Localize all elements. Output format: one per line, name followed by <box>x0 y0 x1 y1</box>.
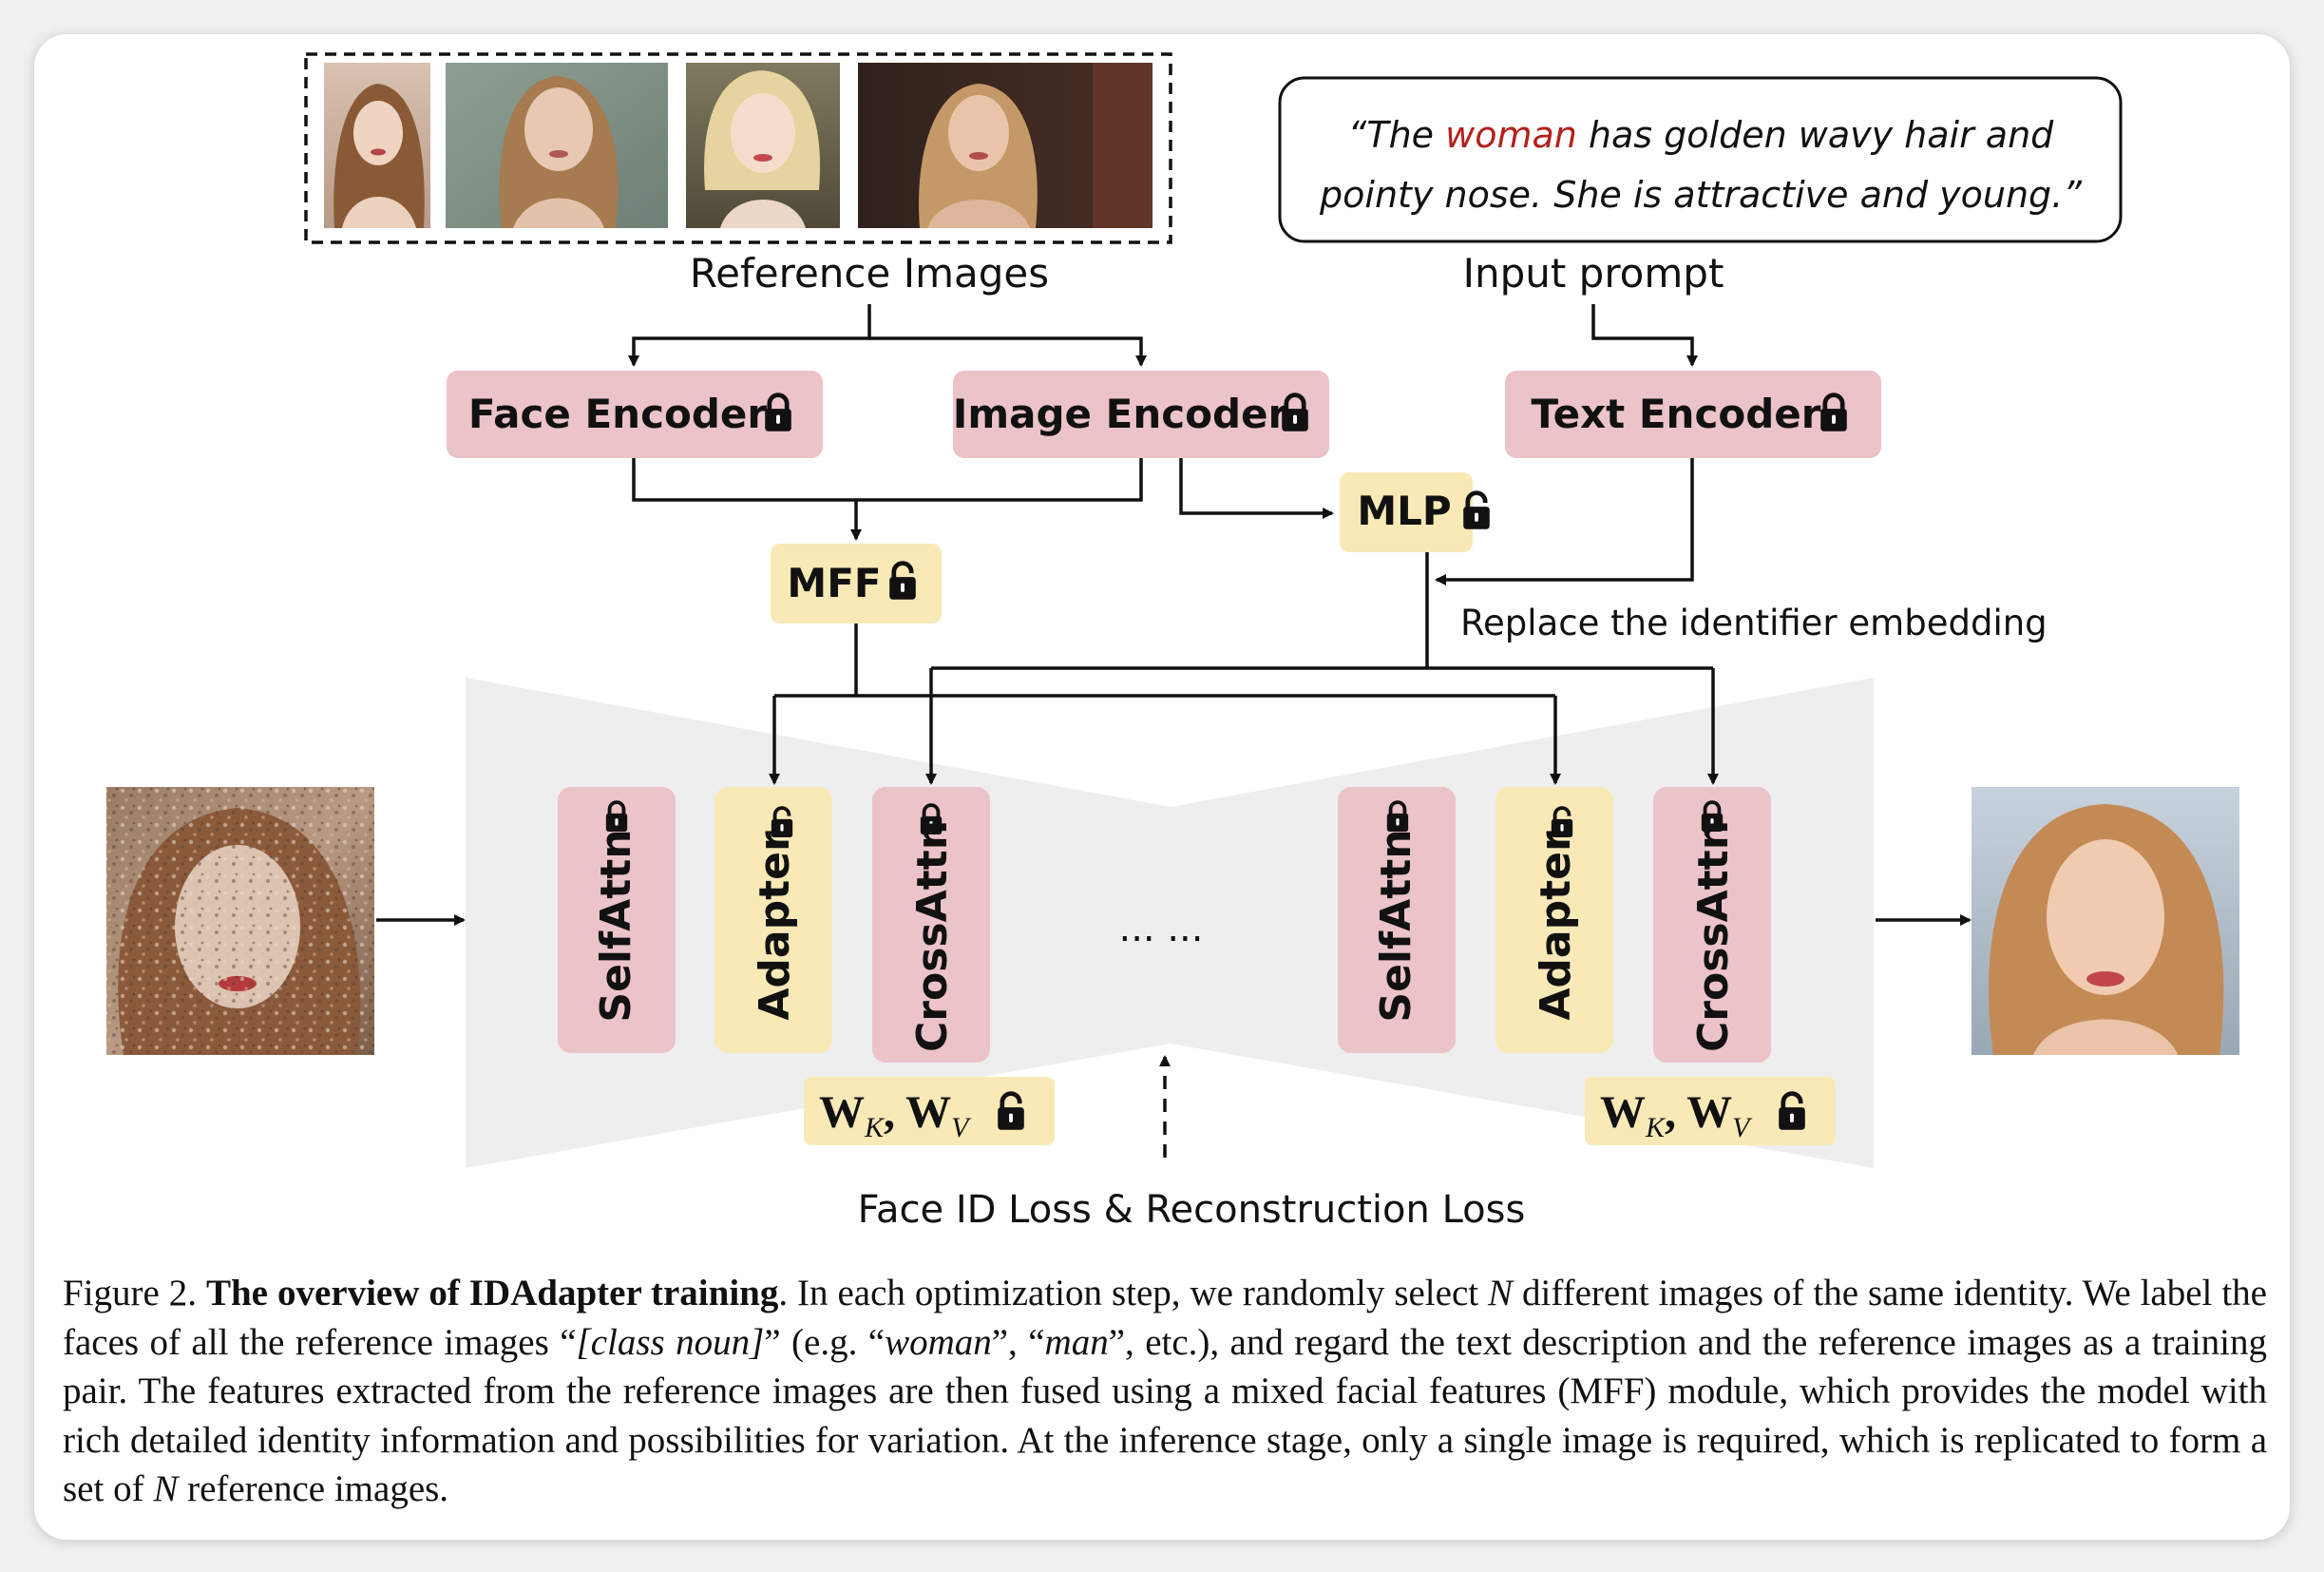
loss-label: Face ID Loss & Reconstruction Loss <box>858 1188 1526 1232</box>
svg-text:Adapter: Adapter <box>751 831 799 1021</box>
arrow-text-encoder-to-embedding <box>1435 458 1694 585</box>
svg-text:CrossAttn: CrossAttn <box>908 820 957 1052</box>
reference-images-label: Reference Images <box>690 250 1049 297</box>
ellipsis-label: ... ... <box>1118 907 1203 950</box>
face-encoder-block: Face Encoder <box>447 371 823 458</box>
reference-image-3 <box>686 63 840 228</box>
adapter-block-1: Adapter <box>714 787 832 1053</box>
wkwv-block-1: WK, WV <box>804 1077 1055 1145</box>
output-image <box>1972 787 2239 1055</box>
svg-text:SelfAttn: SelfAttn <box>1372 829 1420 1022</box>
svg-text:MLP: MLP <box>1357 488 1451 534</box>
svg-text:Text Encoder: Text Encoder <box>1532 391 1821 437</box>
reference-image-2 <box>446 63 668 228</box>
prompt-line-1: “The woman has golden wavy hair and <box>1348 114 2055 156</box>
svg-text:Face Encoder: Face Encoder <box>468 391 767 437</box>
svg-text:Image Encoder: Image Encoder <box>953 391 1288 437</box>
arrow-ref-to-face-encoder <box>628 304 871 367</box>
mff-block: MFF <box>771 544 942 623</box>
line-encoders-to-mff <box>632 458 1143 502</box>
figure-caption: Figure 2. The overview of IDAdapter trai… <box>63 1273 2268 1509</box>
arrow-ref-to-image-encoder <box>869 336 1147 367</box>
crossattn-block-1: CrossAttn <box>872 787 990 1063</box>
svg-text:CrossAttn: CrossAttn <box>1689 820 1738 1052</box>
prompt-box <box>1278 76 2123 243</box>
input-prompt-label: Input prompt <box>1463 250 1724 297</box>
image-encoder-block: Image Encoder <box>953 371 1329 458</box>
replace-embedding-label: Replace the identifier embedding <box>1460 603 2048 643</box>
arrow-image-encoder-to-mlp <box>1179 458 1334 519</box>
wkwv-block-2: WK, WV <box>1585 1077 1836 1145</box>
prompt-highlight-word: woman <box>1445 114 1577 156</box>
figure-card <box>34 34 2290 1540</box>
svg-text:WK, WV: WK, WV <box>819 1087 972 1143</box>
noisy-input-image <box>106 787 374 1055</box>
caption-title: The overview of IDAdapter training <box>205 1273 779 1313</box>
reference-images-frame <box>304 52 1172 244</box>
reference-image-1 <box>324 63 430 228</box>
selfattn-block-2: SelfAttn <box>1338 787 1456 1053</box>
svg-text:MFF: MFF <box>787 560 881 606</box>
mlp-block: MLP <box>1340 472 1490 552</box>
text-encoder-block: Text Encoder <box>1505 371 1881 458</box>
arrow-prompt-to-text-encoder <box>1591 304 1698 367</box>
lock-open-icon <box>1463 493 1490 529</box>
selfattn-block-1: SelfAttn <box>558 787 676 1053</box>
caption-prefix: Figure 2. <box>63 1273 206 1313</box>
svg-text:WK, WV: WK, WV <box>1600 1087 1753 1143</box>
prompt-line-2: pointy nose. She is attractive and young… <box>1319 174 2082 216</box>
adapter-block-2: Adapter <box>1495 787 1613 1053</box>
reference-image-4 <box>858 63 1152 228</box>
svg-text:Adapter: Adapter <box>1532 831 1580 1021</box>
svg-text:SelfAttn: SelfAttn <box>592 829 640 1022</box>
crossattn-block-2: CrossAttn <box>1653 787 1771 1063</box>
